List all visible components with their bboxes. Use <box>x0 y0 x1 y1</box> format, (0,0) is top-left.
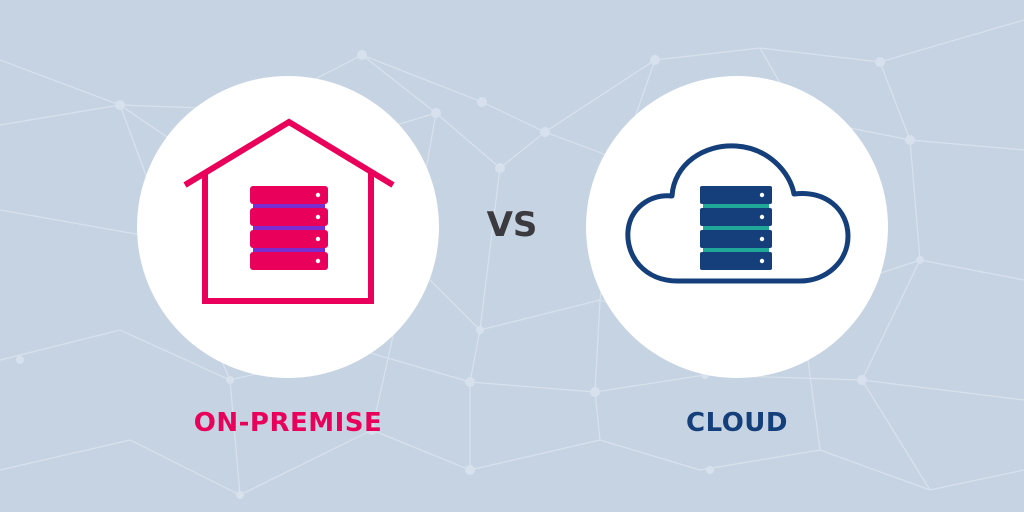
on-premise-label: ON-PREMISE <box>193 408 383 438</box>
cloud-label: CLOUD <box>685 408 789 438</box>
house-outline-icon <box>183 118 395 304</box>
cloud-outline-icon <box>625 143 851 284</box>
server-rack-icon <box>700 186 772 270</box>
vs-label: VS <box>486 205 538 245</box>
server-rack-icon <box>250 186 328 270</box>
cloud-server-icon <box>625 143 851 284</box>
house-server-icon <box>183 118 395 304</box>
